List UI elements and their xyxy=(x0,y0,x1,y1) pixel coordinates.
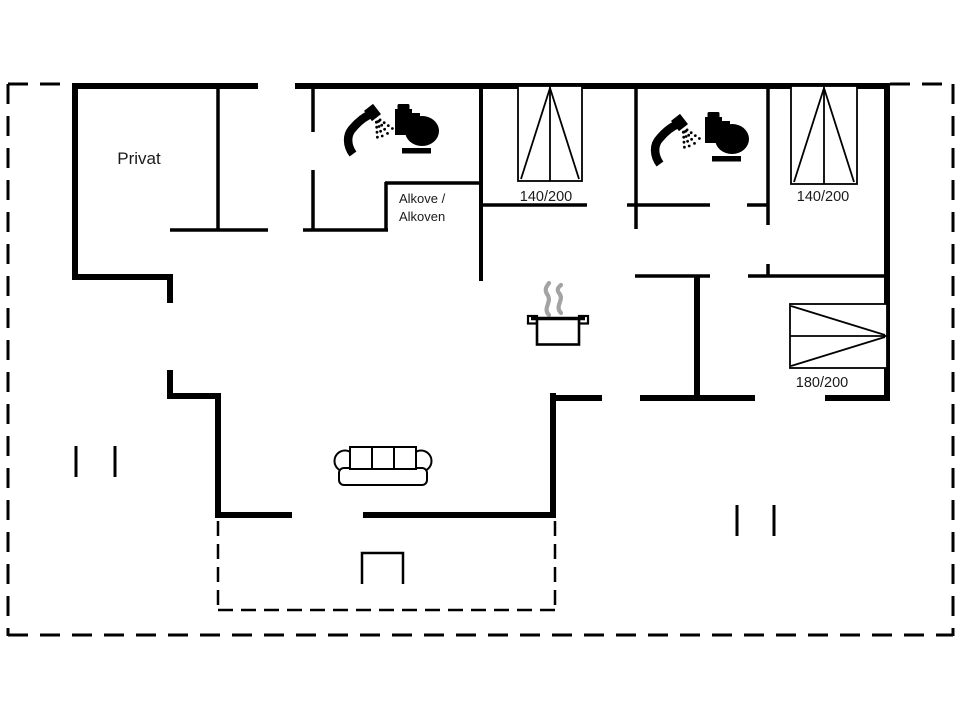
exterior-walls xyxy=(72,83,890,518)
shower-icon xyxy=(348,109,394,154)
outer-boundary-dashed xyxy=(6,82,955,637)
bed-top-middle xyxy=(517,85,583,182)
alkove-label-line1: Alkove / xyxy=(399,191,446,206)
bed-right-middle xyxy=(789,303,888,369)
cooking-pot-icon xyxy=(526,280,590,346)
alkove-label-line2: Alkoven xyxy=(399,209,445,224)
sofa-icon xyxy=(333,446,433,486)
window-marks xyxy=(74,446,776,536)
toilet-icon xyxy=(705,112,749,162)
terrace-step xyxy=(360,551,405,584)
bed-size-label: 140/200 xyxy=(520,189,572,205)
room-label-privat: Privat xyxy=(117,149,161,168)
bed-size-label: 140/200 xyxy=(797,189,849,205)
toilet-icon xyxy=(395,104,439,154)
shower-icon xyxy=(655,119,701,164)
terrace-outline xyxy=(216,521,557,612)
steam-icon xyxy=(543,280,564,318)
bed-size-label: 180/200 xyxy=(796,375,848,391)
interior-walls xyxy=(170,86,888,281)
bed-top-right xyxy=(790,85,858,185)
